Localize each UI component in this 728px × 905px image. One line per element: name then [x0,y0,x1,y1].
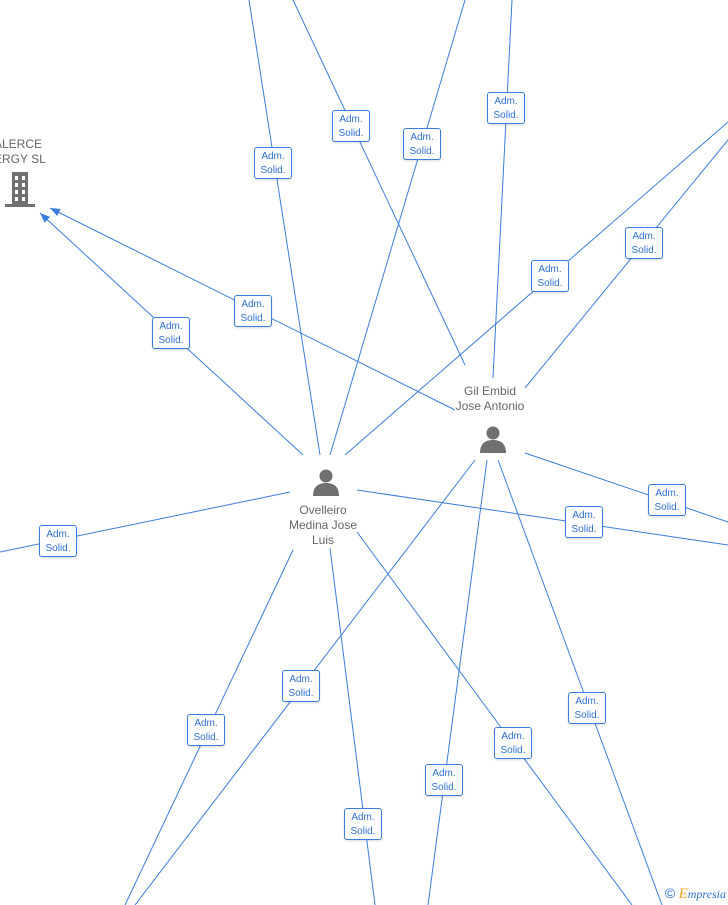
relation-badge-line2: Solid. [350,826,376,837]
relation-badge-line2: Solid. [193,732,219,743]
relation-edge [497,459,663,905]
relation-badge-line1: Adm. [351,812,375,823]
relation-badge[interactable]: Adm. Solid. [648,484,686,516]
relation-badge[interactable]: Adm. Solid. [254,147,292,179]
person-icon[interactable] [311,467,341,497]
relation-badge-line1: Adm. [159,321,183,332]
relation-badge-line1: Adm. [632,231,656,242]
relation-badge-line2: Solid. [45,543,71,554]
relation-edge [524,139,728,389]
relation-badge[interactable]: Adm. Solid. [531,260,569,292]
person-icon[interactable] [478,424,508,454]
relation-badge-line2: Solid. [654,502,680,513]
relation-badge-line2: Solid. [574,710,600,721]
relation-badge-line1: Adm. [339,114,363,125]
relation-badge-line2: Solid. [493,110,519,121]
relation-badge[interactable]: Adm. Solid. [565,506,603,538]
relation-badge-line1: Adm. [194,718,218,729]
relation-edge [329,547,376,905]
building-icon[interactable] [3,170,37,208]
relation-badge-line2: Solid. [409,146,435,157]
relation-badge[interactable]: Adm. Solid. [425,764,463,796]
relation-badge-line2: Solid. [631,245,657,256]
relation-badge-line2: Solid. [288,688,314,699]
arrowhead-icon [50,208,61,217]
relation-badge-line1: Adm. [501,731,525,742]
relation-badge-line1: Adm. [494,96,518,107]
watermark: © Empresia [664,885,726,902]
relation-edge [356,489,728,546]
relation-edge [492,0,513,379]
relation-badge[interactable]: Adm. Solid. [332,110,370,142]
relation-badge-line1: Adm. [538,264,562,275]
relation-badge-line1: Adm. [241,299,265,310]
relation-badge[interactable]: Adm. Solid. [487,92,525,124]
relation-badge-line1: Adm. [655,488,679,499]
relation-badge[interactable]: Adm. Solid. [625,227,663,259]
relation-badge-line1: Adm. [575,696,599,707]
relation-badge[interactable]: Adm. Solid. [344,808,382,840]
relation-badge-line2: Solid. [240,313,266,324]
relation-badge-line1: Adm. [410,132,434,143]
person-gil-label[interactable]: Gil Embid Jose Antonio [455,384,525,413]
relation-edge [524,452,728,523]
relation-badge[interactable]: Adm. Solid. [282,670,320,702]
relation-badge-line2: Solid. [260,165,286,176]
relation-edge [329,0,466,456]
relation-badge-line2: Solid. [571,524,597,535]
relation-badge[interactable]: Adm. Solid. [152,317,190,349]
relation-edge [356,531,633,905]
relation-badge[interactable]: Adm. Solid. [568,692,606,724]
relation-edge [292,0,466,366]
relation-badge-line2: Solid. [431,782,457,793]
relation-badge[interactable]: Adm. Solid. [403,128,441,160]
person-ovelleiro-label[interactable]: Ovelleiro Medina Jose Luis [288,503,358,547]
relation-badge-line1: Adm. [46,529,70,540]
relation-badge-line2: Solid. [158,335,184,346]
relation-edge [248,0,321,456]
relation-badge[interactable]: Adm. Solid. [187,714,225,746]
relation-badge-line1: Adm. [432,768,456,779]
relation-badge[interactable]: Adm. Solid. [494,727,532,759]
relation-badge-line2: Solid. [537,278,563,289]
relation-badge-line2: Solid. [338,128,364,139]
relation-edge [427,459,488,905]
relation-badge-line1: Adm. [261,151,285,162]
arrowhead-icon [40,213,51,223]
relation-badge-line1: Adm. [289,674,313,685]
relation-badge-line2: Solid. [500,745,526,756]
relation-badge[interactable]: Adm. Solid. [39,525,77,557]
relation-badge-line1: Adm. [572,510,596,521]
relation-badge[interactable]: Adm. Solid. [234,295,272,327]
